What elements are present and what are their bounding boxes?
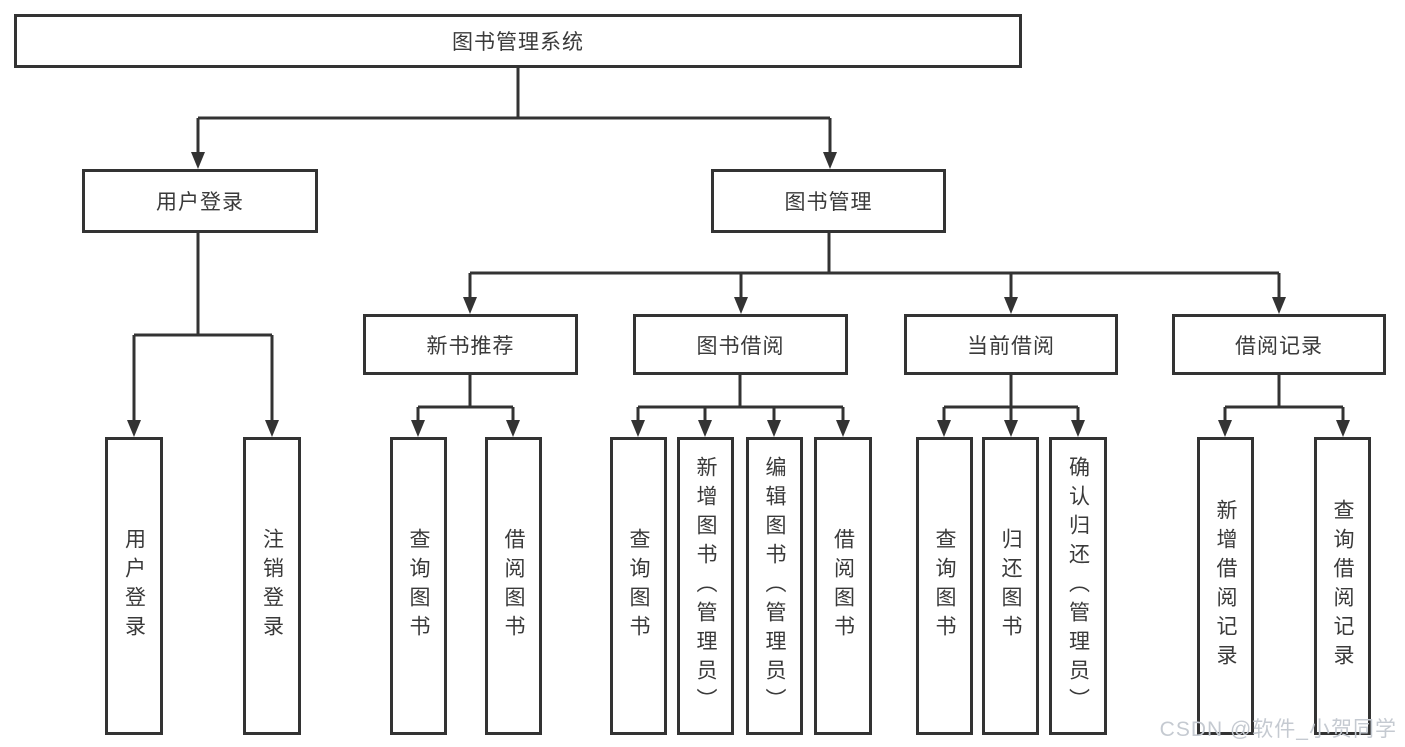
leaf-query-books-borrow: 查询图书 (610, 437, 667, 735)
node-user-login: 用户登录 (82, 169, 318, 233)
leaf-user-login: 用户登录 (105, 437, 163, 735)
leaf-borrow-books: 借阅图书 (814, 437, 872, 735)
csdn-watermark: CSDN @软件_小贺同学 (1159, 718, 1397, 741)
node-current-borrow: 当前借阅 (904, 314, 1118, 375)
leaf-query-borrow-record: 查询借阅记录 (1314, 437, 1371, 735)
node-book-borrow: 图书借阅 (633, 314, 848, 375)
leaf-query-books-recommend: 查询图书 (390, 437, 447, 735)
node-borrow-record: 借阅记录 (1172, 314, 1386, 375)
leaf-return-books: 归还图书 (982, 437, 1039, 735)
leaf-logout-login: 注销登录 (243, 437, 301, 735)
leaf-confirm-return-admin: 确认归还（管理员） (1049, 437, 1107, 735)
node-library-management-system: 图书管理系统 (14, 14, 1022, 68)
leaf-add-books-admin: 新增图书（管理员） (677, 437, 734, 735)
leaf-edit-books-admin: 编辑图书（管理员） (746, 437, 803, 735)
node-new-book-recommend: 新书推荐 (363, 314, 578, 375)
leaf-query-books-current: 查询图书 (916, 437, 973, 735)
leaf-borrow-books-recommend: 借阅图书 (485, 437, 542, 735)
leaf-add-borrow-record: 新增借阅记录 (1197, 437, 1254, 735)
node-book-management: 图书管理 (711, 169, 946, 233)
